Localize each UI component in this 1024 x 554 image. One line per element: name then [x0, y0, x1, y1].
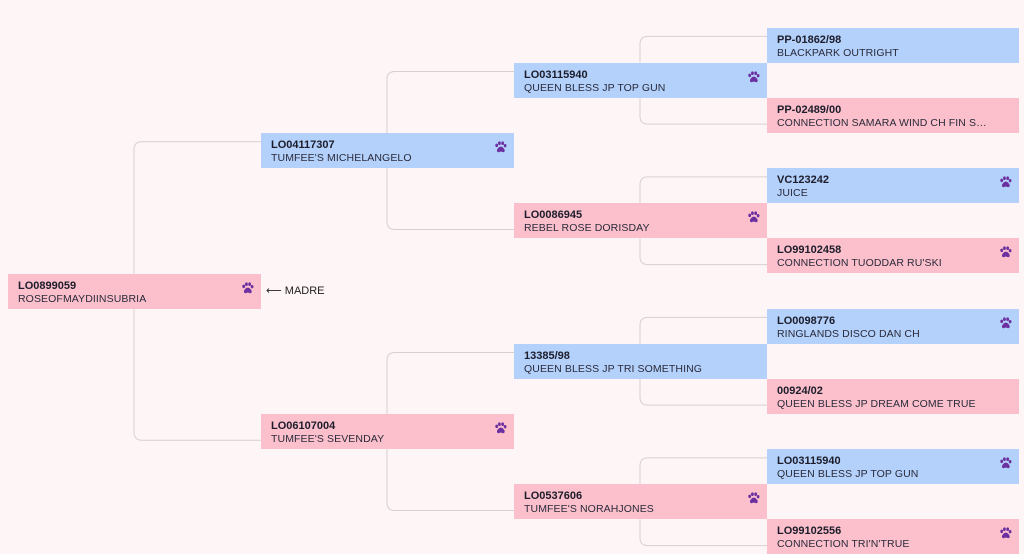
node-name: QUEEN BLESS JP TOP GUN: [777, 468, 919, 481]
paw-icon[interactable]: [999, 246, 1012, 258]
node-code: LO03115940: [777, 455, 841, 468]
node-code: LO04117307: [271, 139, 335, 151]
node-name: QUEEN BLESS JP TOP GUN: [524, 81, 666, 94]
node-code: LO0537606: [524, 490, 583, 503]
node-code: LO99102556: [777, 525, 842, 538]
subject-annotation-label: MADRE: [284, 285, 325, 297]
paw-icon[interactable]: [747, 71, 760, 83]
node-code: LO99102458: [777, 244, 842, 257]
connector-pm-pmm: [639, 238, 767, 266]
subject-annotation: ⟵MADRE: [266, 284, 325, 297]
node-code: LO0098776: [777, 314, 836, 327]
node-code: 00924/02: [777, 384, 823, 397]
connector-p-pm: [386, 168, 514, 230]
node-code: PP-01862/98: [777, 33, 842, 46]
connector-s-p: [133, 141, 261, 274]
connector-m-mm: [386, 449, 514, 511]
connector-pm-pmp: [639, 176, 767, 204]
node-name: CONNECTION SAMARA WIND CH FIN SH CH J...: [777, 116, 989, 129]
node-code: PP-02489/00: [777, 103, 842, 116]
node-name: REBEL ROSE DORISDAY: [524, 222, 650, 235]
paw-icon[interactable]: [241, 281, 254, 294]
connector-mp-mpp: [639, 316, 767, 344]
connector-p-pp: [386, 71, 514, 133]
connector-mm-mmp: [639, 457, 767, 485]
paw-icon[interactable]: [999, 527, 1012, 539]
paw-icon[interactable]: [999, 176, 1012, 188]
node-name: JUICE: [777, 187, 808, 200]
arrow-left-icon: ⟵: [266, 285, 282, 297]
connector-m-mp: [386, 352, 514, 414]
paw-icon[interactable]: [494, 141, 507, 153]
node-name: CONNECTION TUODDAR RU'SKI: [777, 257, 942, 270]
paw-icon[interactable]: [999, 317, 1012, 329]
node-name: TUMFEE'S NORAHJONES: [524, 503, 654, 516]
connector-pp-ppp: [639, 35, 767, 63]
paw-icon[interactable]: [747, 492, 760, 504]
connector-pp-ppm: [639, 97, 767, 125]
node-name: TUMFEE'S MICHELANGELO: [271, 152, 412, 164]
node-code: LO0899059: [18, 279, 77, 292]
node-name: RINGLANDS DISCO DAN CH: [777, 327, 920, 340]
node-code: VC123242: [777, 174, 829, 187]
connector-mm-mmm: [639, 519, 767, 547]
paw-icon[interactable]: [747, 211, 760, 223]
node-name: CONNECTION TRI'N'TRUE: [777, 538, 910, 551]
node-name: BLACKPARK OUTRIGHT: [777, 46, 899, 59]
node-name: ROSEOFMAYDIINSUBRIA: [18, 292, 147, 305]
connector-mp-mpm: [639, 378, 767, 406]
paw-icon[interactable]: [999, 457, 1012, 469]
node-name: QUEEN BLESS JP DREAM COME TRUE: [777, 397, 976, 410]
node-code: LO0086945: [524, 209, 583, 222]
node-name: TUMFEE'S SEVENDAY: [271, 433, 385, 445]
node-name: QUEEN BLESS JP TRI SOMETHING: [524, 362, 703, 375]
node-code: LO03115940: [524, 68, 588, 81]
connector-s-m: [133, 308, 261, 441]
node-code: 13385/98: [524, 349, 570, 362]
paw-icon[interactable]: [494, 422, 507, 434]
node-code: LO06107004: [271, 420, 336, 432]
